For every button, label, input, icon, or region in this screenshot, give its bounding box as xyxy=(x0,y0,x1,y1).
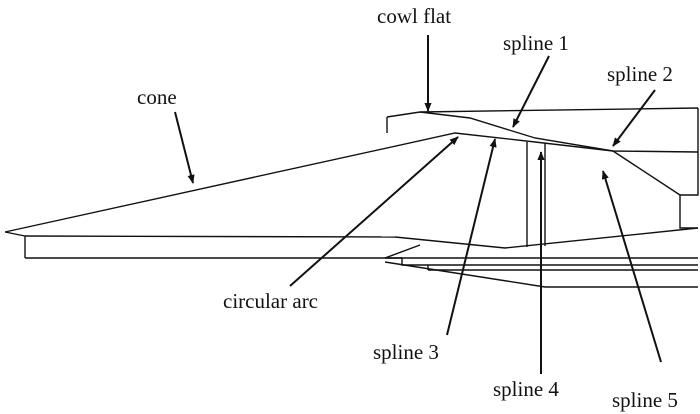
label-cowl-flat: cowl flat xyxy=(377,4,451,28)
cowl-inner-surface xyxy=(419,111,699,153)
arrow-cone xyxy=(174,111,195,184)
labels: cowl flat spline 1 spline 2 cone circula… xyxy=(137,4,678,412)
label-spline-1: spline 1 xyxy=(503,31,569,55)
duct-exit-step xyxy=(679,152,699,229)
geometry-outline xyxy=(4,107,699,288)
label-circular-arc: circular arc xyxy=(223,289,318,313)
centerbody-top-line xyxy=(24,235,396,238)
label-cone: cone xyxy=(137,85,177,109)
arrow-spline-5 xyxy=(601,170,662,363)
label-spline-5: spline 5 xyxy=(612,388,678,412)
label-spline-2: spline 2 xyxy=(607,62,673,86)
label-spline-4: spline 4 xyxy=(493,377,559,401)
cone-surface xyxy=(4,132,614,233)
arrow-circular-arc xyxy=(289,136,459,287)
leader-arrows xyxy=(174,35,662,374)
centerbody-bottom-line xyxy=(25,244,421,259)
lower-duct-step xyxy=(385,257,428,266)
centerbody-ramp xyxy=(394,227,699,249)
arrow-spline-3 xyxy=(446,138,497,336)
duct-throat-line xyxy=(612,150,681,196)
cone-base-line xyxy=(4,231,26,237)
label-spline-3: spline 3 xyxy=(373,340,439,364)
arrow-spline-2 xyxy=(612,89,656,147)
lower-duct-slant xyxy=(384,261,546,288)
cowl-flat-line xyxy=(386,111,421,118)
arrow-spline-1 xyxy=(512,55,550,128)
cowl-outer-line xyxy=(419,107,699,113)
